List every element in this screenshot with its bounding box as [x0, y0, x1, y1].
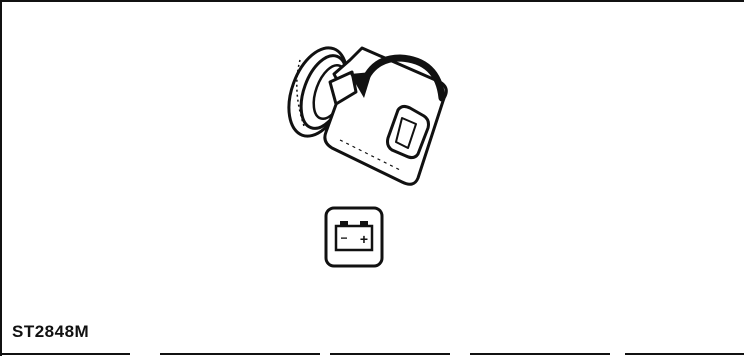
- battery-positive-label: +: [360, 231, 368, 247]
- frame-border-top: [0, 0, 744, 2]
- frame-border-left: [0, 0, 2, 356]
- battery-negative-label: −: [340, 231, 347, 245]
- battery-icon: − +: [324, 206, 384, 268]
- ignition-key-icon: [270, 30, 470, 190]
- figure-code: ST2848M: [12, 322, 89, 342]
